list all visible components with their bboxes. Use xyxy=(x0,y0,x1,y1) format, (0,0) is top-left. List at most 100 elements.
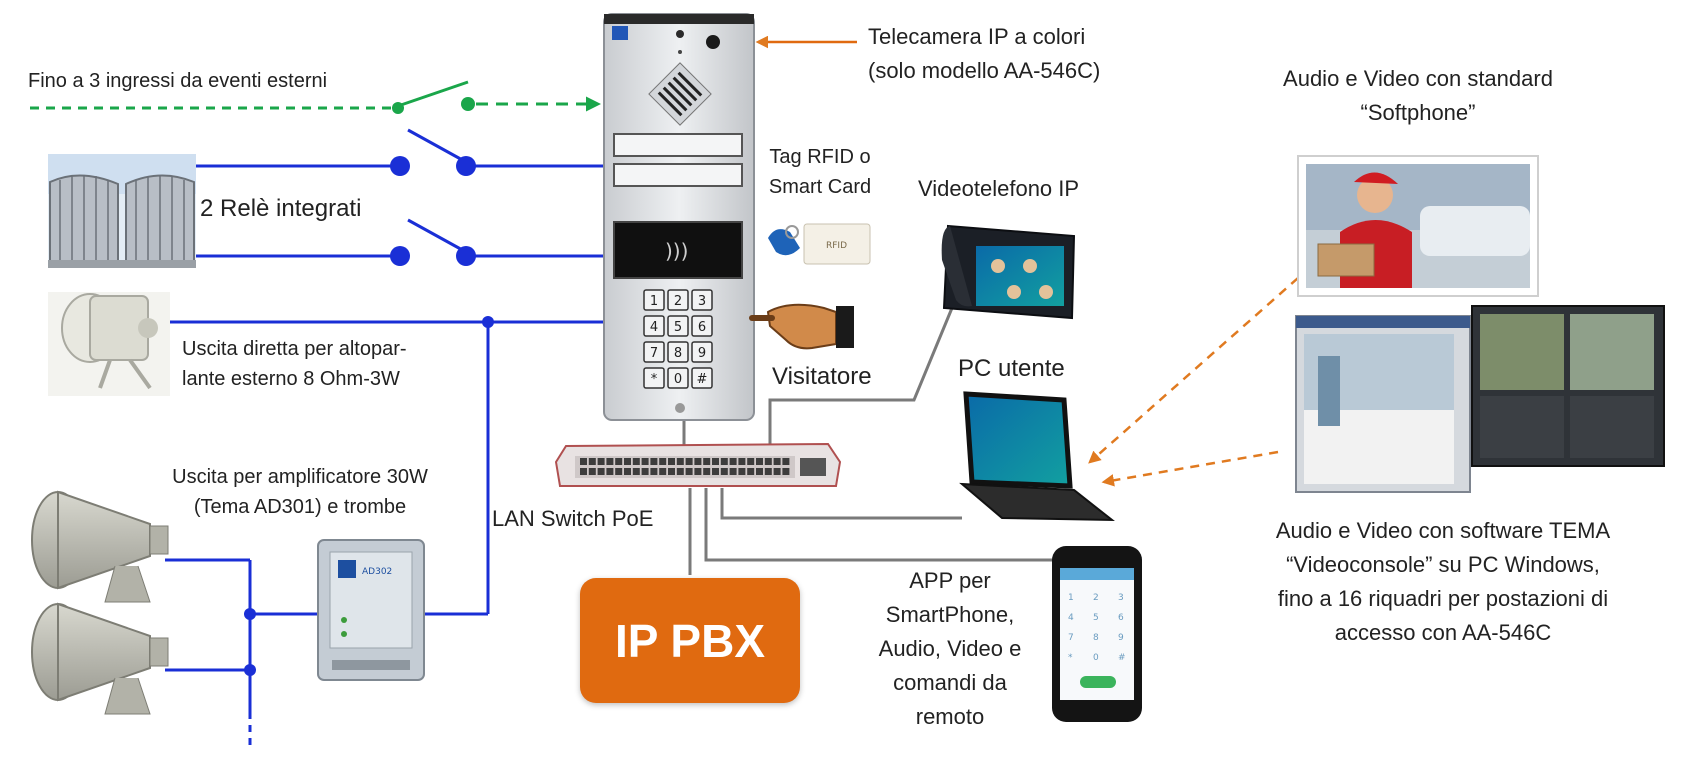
svg-text:8: 8 xyxy=(1093,633,1099,643)
keypad-key-hash[interactable]: # xyxy=(691,367,713,389)
input-switch-node-right xyxy=(461,97,475,111)
gate-image xyxy=(48,154,196,268)
cable-switch-phone xyxy=(704,488,1056,562)
switch-port xyxy=(729,458,737,465)
switch-port xyxy=(712,468,719,475)
amp-model-text: AD302 xyxy=(362,567,392,577)
switch-port xyxy=(685,468,693,475)
videoconsole-label-line2: “Videoconsole” su PC Windows, xyxy=(1286,552,1600,577)
wall-speaker-image xyxy=(48,292,170,396)
panel-logo xyxy=(612,26,628,40)
pc-user-label: PC utente xyxy=(958,355,1065,382)
switch-port xyxy=(650,468,658,475)
switch-port xyxy=(782,468,790,475)
app-label-line2: SmartPhone, xyxy=(885,602,1015,627)
cable-switch-videophone xyxy=(768,307,954,462)
switch-port xyxy=(580,458,587,465)
input-switch-lever xyxy=(397,80,469,108)
keypad-key-0[interactable]: 0 xyxy=(667,367,689,389)
keypad-key-8[interactable]: 8 xyxy=(667,341,689,363)
ip-pbx-box: IP PBX xyxy=(580,578,800,703)
panel-screw xyxy=(675,403,685,413)
panel-camera-lens xyxy=(706,35,720,49)
rfid-label-line2: Smart Card xyxy=(768,176,872,198)
keypad-key-7[interactable]: 7 xyxy=(643,341,665,363)
switch-port xyxy=(632,458,640,465)
horn-speaker-2 xyxy=(31,602,169,715)
horn-speaker-1 xyxy=(31,490,169,603)
keypad-key-label: # xyxy=(697,372,708,387)
keypad-key-2[interactable]: 2 xyxy=(667,289,689,311)
camera-label-line1: Telecamera IP a colori xyxy=(868,24,1086,49)
svg-text:4: 4 xyxy=(1068,613,1074,623)
videoconsole-label-line4: accesso con AA-546C xyxy=(1334,620,1552,645)
switch-port xyxy=(747,458,755,465)
switch-port xyxy=(764,458,772,465)
keypad-key-label: 7 xyxy=(650,346,658,361)
rfid-label-line1: Tag RFID o xyxy=(769,146,871,168)
keypad-key-star[interactable]: * xyxy=(643,367,665,389)
name-button-2[interactable] xyxy=(613,163,743,187)
switch-port xyxy=(676,458,684,465)
app-label-line5: remoto xyxy=(915,704,985,729)
switch-port xyxy=(720,468,728,475)
keypad-key-9[interactable]: 9 xyxy=(691,341,713,363)
videophone-image xyxy=(941,224,1076,320)
name-button-1[interactable] xyxy=(613,133,743,157)
rfid-reader[interactable] xyxy=(613,221,743,279)
rfid-card-image: RFID xyxy=(803,223,871,265)
switch-port xyxy=(703,468,711,475)
switch-port xyxy=(597,458,605,465)
lan-switch-image xyxy=(554,442,842,487)
speaker-grille xyxy=(648,62,712,126)
keypad-key-5[interactable]: 5 xyxy=(667,315,689,337)
app-label-line1: APP per xyxy=(909,568,991,593)
switch-port xyxy=(641,458,649,465)
switch-port xyxy=(773,468,781,475)
switch-port xyxy=(659,458,667,465)
lan-switch-label: LAN Switch PoE xyxy=(492,506,654,531)
switch-port xyxy=(650,458,658,465)
horn-junction-1 xyxy=(244,608,256,620)
visitor-label: Visitatore xyxy=(772,363,872,390)
relays-label: 2 Relè integrati xyxy=(200,195,362,222)
switch-port xyxy=(588,458,596,465)
keypad-key-4[interactable]: 4 xyxy=(643,315,665,337)
switch-port xyxy=(694,458,702,465)
switch-port xyxy=(615,468,623,475)
panel-led xyxy=(676,30,684,38)
switch-port xyxy=(712,458,719,465)
keypad-key-3[interactable]: 3 xyxy=(691,289,713,311)
relay2-node-left xyxy=(390,246,410,266)
switch-port xyxy=(668,458,675,465)
relay1-node-left xyxy=(390,156,410,176)
softphone-screenshot xyxy=(1297,155,1539,297)
rfid-card-text: RFID xyxy=(826,241,847,251)
softphone-arrow xyxy=(1088,277,1299,464)
switch-port xyxy=(580,468,587,475)
keypad-key-label: 0 xyxy=(674,372,682,387)
switch-port xyxy=(782,458,790,465)
keypad-key-label: 6 xyxy=(698,320,706,335)
svg-text:0: 0 xyxy=(1093,653,1099,663)
relay2-switch-lever xyxy=(407,218,467,254)
rfid-tag-image xyxy=(768,225,800,256)
switch-port xyxy=(624,468,631,475)
svg-text:#: # xyxy=(1118,653,1126,663)
switch-port xyxy=(624,458,631,465)
switch-port xyxy=(588,468,596,475)
softphone-label-line2: “Softphone” xyxy=(1360,100,1476,125)
switch-port xyxy=(738,468,746,475)
relay1-switch-lever xyxy=(407,128,467,164)
switch-port xyxy=(756,458,763,465)
switch-port xyxy=(747,468,755,475)
keypad-key-label: 9 xyxy=(698,346,706,361)
speaker-label-line1: Uscita diretta per altopar- xyxy=(182,338,407,360)
svg-text:*: * xyxy=(1068,653,1073,663)
keypad-key-1[interactable]: 1 xyxy=(643,289,665,311)
keypad-key-6[interactable]: 6 xyxy=(691,315,713,337)
amplifier-module: AD302 xyxy=(317,539,425,681)
visitor-hand-icon xyxy=(749,303,854,350)
